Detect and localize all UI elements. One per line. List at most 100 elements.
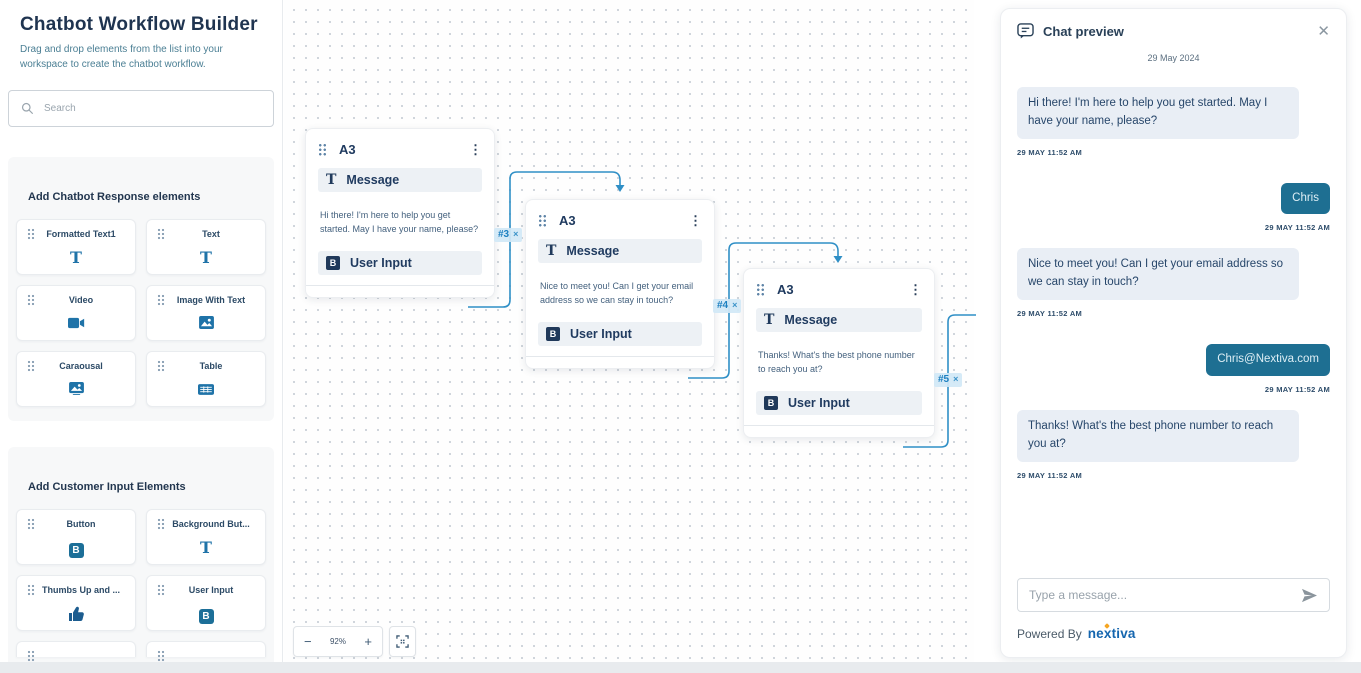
user-input-row[interactable]: B User Input xyxy=(538,321,702,346)
nextiva-logo: nextiva xyxy=(1087,626,1136,641)
chat-message-list[interactable]: Hi there! I'm here to help you get start… xyxy=(1017,71,1330,578)
user-input-row[interactable]: B User Input xyxy=(756,390,922,415)
tile-label: Caraousal xyxy=(59,361,103,371)
element-tile-caraousal[interactable]: Caraousal xyxy=(16,351,136,407)
text-icon: T xyxy=(546,243,557,259)
zoom-level: 92% xyxy=(329,637,346,646)
node-message-text: Nice to meet you! Can I get your email a… xyxy=(540,281,694,306)
image-icon xyxy=(68,382,84,396)
fit-view-button[interactable] xyxy=(389,626,416,657)
element-tile-background-button[interactable]: Background But... T xyxy=(146,509,266,565)
element-tile-table[interactable]: Table xyxy=(146,351,266,407)
button-icon: B xyxy=(68,543,84,558)
tile-label: Formatted Text1 xyxy=(46,229,116,239)
chat-message-input[interactable] xyxy=(1029,588,1293,602)
drag-handle-icon[interactable] xyxy=(157,294,165,306)
search-input[interactable] xyxy=(44,103,224,114)
drag-handle-icon[interactable] xyxy=(157,650,165,662)
element-tile-image-with-text[interactable]: Image With Text xyxy=(146,285,266,341)
drag-handle-icon[interactable] xyxy=(27,360,35,372)
drag-handle-icon[interactable] xyxy=(27,584,35,596)
node-footer-divider xyxy=(526,355,714,368)
element-tile-thumbs-up[interactable]: Thumbs Up and ... xyxy=(16,575,136,631)
node-title: A3 xyxy=(777,281,794,297)
node-message-text: Hi there! I'm here to help you get start… xyxy=(320,210,479,235)
element-tile-button[interactable]: Button B xyxy=(16,509,136,565)
canvas-zoom-toolbar: − 92% + xyxy=(293,626,416,657)
user-message-bubble: Chris xyxy=(1281,182,1330,215)
tile-label: Table xyxy=(199,361,223,371)
zoom-out-button[interactable]: − xyxy=(304,634,312,649)
node-title: A3 xyxy=(339,141,356,157)
connection-label-5[interactable]: #5× xyxy=(934,373,963,387)
remove-connection-icon[interactable]: × xyxy=(513,229,519,239)
text-icon: T xyxy=(200,538,212,557)
message-row[interactable]: T Message xyxy=(538,239,702,263)
chat-bubble-icon xyxy=(1017,23,1034,39)
kebab-menu-icon[interactable]: ⋮ xyxy=(469,141,482,157)
drag-handle-icon[interactable] xyxy=(157,228,165,240)
element-tile-user-input[interactable]: User Input B xyxy=(146,575,266,631)
drag-handle-icon[interactable] xyxy=(27,518,35,530)
section-heading: Add Customer Input Elements xyxy=(28,481,186,493)
search-box[interactable] xyxy=(8,90,274,127)
node-message-text: Thanks! What's the best phone number to … xyxy=(758,350,915,375)
remove-connection-icon[interactable]: × xyxy=(732,300,738,310)
element-tile-partial[interactable] xyxy=(146,641,266,662)
search-icon xyxy=(21,102,33,114)
drag-handle-icon[interactable] xyxy=(157,360,165,372)
workflow-node-2[interactable]: A3 ⋮ T Message Nice to meet you! Can I g… xyxy=(525,199,715,369)
tile-label: User Input xyxy=(188,585,234,595)
drag-handle-icon[interactable] xyxy=(756,282,765,296)
message-row[interactable]: T Message xyxy=(318,168,482,192)
message-timestamp: 29 MAY 11:52 AM xyxy=(1264,223,1330,233)
text-icon: T xyxy=(200,248,212,267)
tile-grid: Formatted Text1 T Text T Video Image Wit… xyxy=(16,219,266,407)
text-icon: T xyxy=(326,172,337,188)
element-tile-video[interactable]: Video xyxy=(16,285,136,341)
sidebar: Chatbot Workflow Builder Drag and drop e… xyxy=(0,0,283,662)
chat-preview-title: Chat preview xyxy=(1043,23,1124,39)
remove-connection-icon[interactable]: × xyxy=(953,374,959,384)
tile-label: Thumbs Up and ... xyxy=(42,585,120,595)
section-customer-input: Add Customer Input Elements Button B Bac… xyxy=(8,447,274,662)
close-icon[interactable]: ✕ xyxy=(1317,22,1330,40)
drag-handle-icon[interactable] xyxy=(27,228,35,240)
user-input-icon: B xyxy=(764,395,778,410)
message-timestamp: 29 MAY 11:52 AM xyxy=(1017,470,1083,480)
connection-label-4[interactable]: #4× xyxy=(713,299,742,313)
message-row[interactable]: T Message xyxy=(756,308,922,332)
tile-label: Button xyxy=(66,519,96,529)
workflow-node-3[interactable]: A3 ⋮ T Message Thanks! What's the best p… xyxy=(743,268,935,438)
drag-handle-icon[interactable] xyxy=(27,650,35,662)
powered-by-label: Powered By xyxy=(1017,626,1082,641)
zoom-in-button[interactable]: + xyxy=(364,634,372,649)
bot-message-bubble: Thanks! What's the best phone number to … xyxy=(1017,409,1299,462)
connection-label-3[interactable]: #3× xyxy=(494,228,523,242)
tile-label: Text xyxy=(202,229,220,239)
element-tile-partial[interactable] xyxy=(16,641,136,662)
message-row-label: Message xyxy=(346,173,400,187)
send-icon[interactable] xyxy=(1301,588,1318,603)
drag-handle-icon[interactable] xyxy=(157,584,165,596)
chat-date-divider: 29 May 2024 xyxy=(1147,53,1200,63)
drag-handle-icon[interactable] xyxy=(318,142,327,156)
workflow-node-1[interactable]: A3 ⋮ T Message Hi there! I'm here to hel… xyxy=(305,128,495,298)
drag-handle-icon[interactable] xyxy=(27,294,35,306)
page-title: Chatbot Workflow Builder xyxy=(20,14,258,35)
connection-number: #5 xyxy=(938,374,950,385)
drag-handle-icon[interactable] xyxy=(538,213,547,227)
image-icon xyxy=(198,316,214,329)
kebab-menu-icon[interactable]: ⋮ xyxy=(909,281,922,297)
kebab-menu-icon[interactable]: ⋮ xyxy=(689,212,702,228)
element-tile-formatted-text[interactable]: Formatted Text1 T xyxy=(16,219,136,275)
node-title: A3 xyxy=(559,212,576,228)
table-icon xyxy=(198,384,214,395)
bot-message-bubble: Nice to meet you! Can I get your email a… xyxy=(1017,248,1299,301)
chat-input-box[interactable] xyxy=(1017,578,1330,612)
drag-handle-icon[interactable] xyxy=(157,518,165,530)
user-input-row[interactable]: B User Input xyxy=(318,250,482,275)
element-tile-text[interactable]: Text T xyxy=(146,219,266,275)
node-footer-divider xyxy=(306,284,494,297)
